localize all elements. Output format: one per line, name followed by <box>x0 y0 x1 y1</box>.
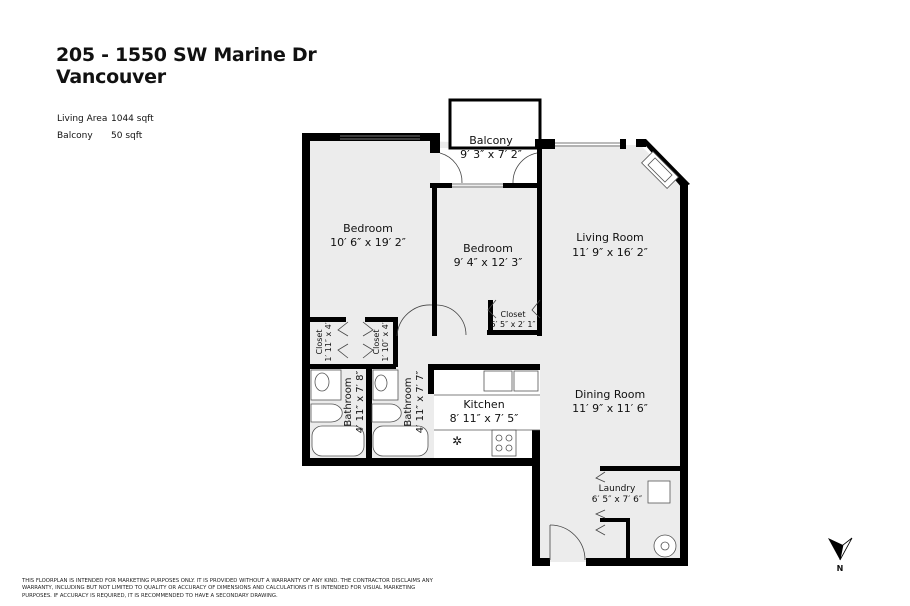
stove-icon <box>491 429 517 457</box>
sink-basin <box>314 372 330 392</box>
room-name-bedroom1: Bedroom <box>343 222 393 235</box>
sink-basin-2 <box>374 374 388 392</box>
room-dims-bath1: 4′ 11″ x 7′ 8″ <box>355 371 366 434</box>
room-dims-bedroom2: 9′ 4″ x 12′ 3″ <box>454 256 523 269</box>
room-dims-bath2: 4′ 11″ x 7′ 7″ <box>415 371 426 434</box>
address-line: 205 - 1550 SW Marine Dr <box>56 44 317 66</box>
door-swings <box>337 152 606 561</box>
room-name-living: Living Room <box>576 231 644 244</box>
room-dims-closet1: 1′ 11″ x 4′ <box>324 322 333 362</box>
room-name-bath2: Bathroom <box>403 377 414 426</box>
toilet-icon-2 <box>371 403 402 423</box>
windows <box>340 135 620 188</box>
toilet-icon <box>310 403 343 423</box>
room-dims-living: 11′ 9″ x 16′ 2″ <box>572 246 648 259</box>
bathtub-icon <box>311 425 365 457</box>
fireplace-icon <box>641 151 679 189</box>
stat-balcony: Balcony 50 sqft <box>57 128 154 145</box>
north-label: N <box>837 564 844 573</box>
room-name-bath1: Bathroom <box>343 377 354 426</box>
room-name-closet2: Closet <box>372 330 381 355</box>
room-dims-bedroom1: 10′ 6″ x 19′ 2″ <box>330 236 406 249</box>
stat-value: 1044 sqft <box>111 114 154 124</box>
washer-icon <box>647 480 671 504</box>
city-line: Vancouver <box>56 66 166 88</box>
property-address: 205 - 1550 SW Marine Dr Vancouver <box>56 44 317 88</box>
balcony-outline <box>448 98 542 150</box>
bathtub-icon-2 <box>372 425 429 457</box>
disclaimer: THIS FLOORPLAN IS INTENDED FOR MARKETING… <box>22 578 433 599</box>
fixtures <box>310 151 679 558</box>
room-name-balcony: Balcony <box>469 134 513 147</box>
kitchen-sink-icon <box>483 370 513 392</box>
room-dims-dining: 11′ 9″ x 11′ 6″ <box>572 402 648 415</box>
room-dims-closet2: 1′ 10″ x 4′ <box>381 322 390 362</box>
room-dims-laundry: 6′ 5″ x 7′ 6″ <box>592 495 643 505</box>
stat-label: Balcony <box>57 131 93 141</box>
room-name-laundry: Laundry <box>599 484 636 494</box>
room-dims-closet-b2: 5′ 5″ x 2′ 1″ <box>491 320 536 329</box>
room-dims-kitchen: 8′ 11″ x 7′ 5″ <box>450 412 519 425</box>
room-dims-balcony: 9′ 3″ x 7′ 2″ <box>460 148 522 161</box>
room-name-bedroom2: Bedroom <box>463 242 513 255</box>
north-arrow-icon: N <box>828 537 853 573</box>
stat-label: Living Area <box>57 114 108 124</box>
walls <box>302 133 690 566</box>
room-name-dining: Dining Room <box>575 388 645 401</box>
fridge-icon: ✲ <box>452 434 462 448</box>
room-name-closet-b2: Closet <box>501 310 526 319</box>
stat-value: 50 sqft <box>111 131 143 141</box>
dishwasher-icon <box>513 370 539 392</box>
balcony-floor <box>440 148 537 185</box>
room-name-closet1: Closet <box>315 330 324 355</box>
room-name-kitchen: Kitchen <box>463 398 504 411</box>
